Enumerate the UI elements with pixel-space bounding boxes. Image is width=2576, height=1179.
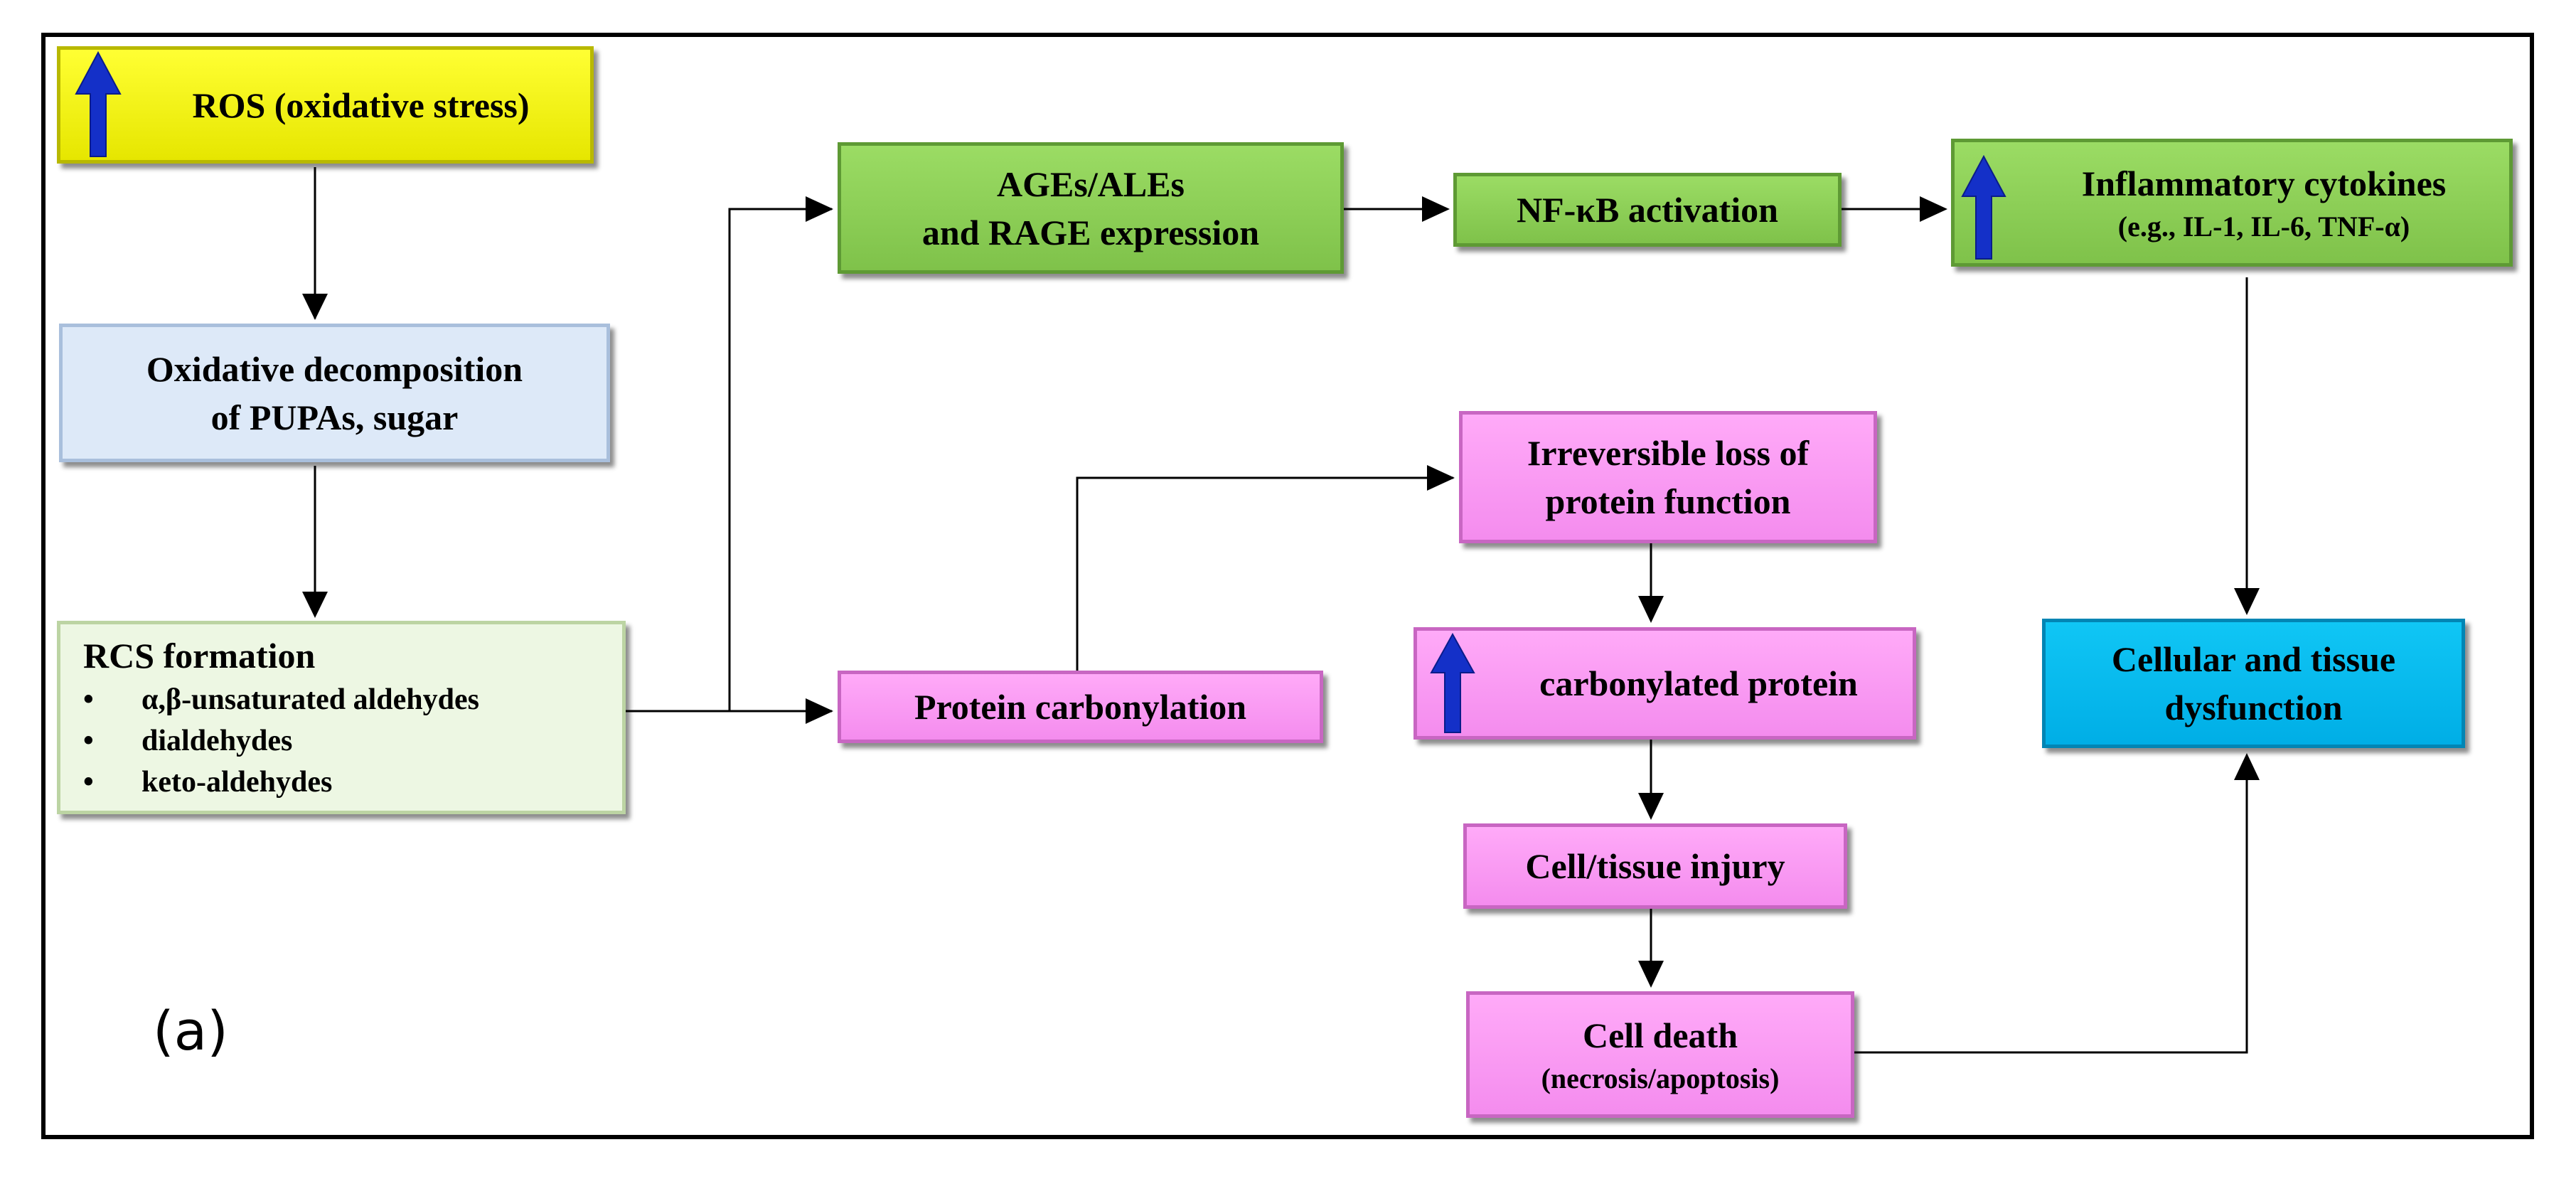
node-carbonylated-label: carbonylated protein: [1539, 663, 1858, 703]
arrowhead-carbonylation-irreversible: [1427, 465, 1455, 491]
node-dysfunction-line1: Cellular and tissue: [2111, 639, 2396, 679]
node-cell-death: Cell death (necrosis/apoptosis): [1466, 991, 1854, 1118]
edge-rcs-to-ages: [626, 208, 832, 713]
node-injury-label: Cell/tissue injury: [1525, 846, 1785, 886]
edge-carbonylation-to-irreversible: [1076, 476, 1453, 671]
node-nfkb-label: NF-κB activation: [1517, 190, 1778, 230]
up-arrow-icon: [75, 51, 122, 157]
rcs-item-1: α,β-unsaturated aldehydes: [141, 683, 479, 716]
rcs-item-3: keto-aldehydes: [141, 766, 333, 799]
node-oxidative-line2: of PUPAs, sugar: [210, 397, 459, 437]
list-item: • α,β-unsaturated aldehydes: [60, 679, 622, 720]
arrowhead-rcs-ages: [806, 196, 833, 222]
node-death-line1: Cell death: [1582, 1015, 1738, 1055]
arrowhead-oxidative-rcs: [302, 592, 328, 618]
list-item: • dialdehydes: [60, 720, 622, 762]
up-arrow-icon: [1961, 155, 2006, 260]
node-irreversible-line1: Irreversible loss of: [1527, 433, 1810, 473]
node-inflammatory-cytokines: Inflammatory cytokines (e.g., IL-1, IL-6…: [1951, 139, 2513, 267]
arrowhead-ros-oxidative: [302, 294, 328, 320]
node-cell-tissue-injury: Cell/tissue injury: [1463, 823, 1847, 909]
node-cytokines-line2: (e.g., IL-1, IL-6, TNF-α): [2117, 210, 2410, 242]
bullet: •: [83, 766, 94, 799]
panel-label: (a): [153, 999, 228, 1062]
node-irreversible-line2: protein function: [1545, 481, 1791, 521]
node-oxidative-decomposition: Oxidative decomposition of PUPAs, sugar: [59, 324, 610, 462]
bullet: •: [83, 725, 94, 757]
node-rcs-formation: RCS formation • α,β-unsaturated aldehydes…: [57, 621, 626, 814]
node-ros-label: ROS (oxidative stress): [192, 85, 530, 125]
node-nfkb-activation: NF-κB activation: [1453, 173, 1842, 247]
node-ages-line2: and RAGE expression: [921, 212, 1260, 252]
node-cytokines-line1: Inflammatory cytokines: [2081, 164, 2447, 203]
arrowhead-nfkb-cytokines: [1920, 196, 1947, 222]
node-rcs-title: RCS formation: [83, 636, 316, 676]
arrowhead-carbonylated-injury: [1638, 793, 1664, 820]
node-ages-ales: AGEs/ALEs and RAGE expression: [838, 142, 1344, 274]
arrowhead-ages-nfkb: [1422, 196, 1450, 222]
arrowhead-death-dysfunction: [2234, 753, 2260, 780]
bullet: •: [83, 683, 94, 716]
arrowhead-rcs-carbonylation: [806, 698, 833, 724]
arrowhead-injury-death: [1638, 961, 1664, 988]
node-ages-line1: AGEs/ALEs: [997, 164, 1185, 204]
node-oxidative-line1: Oxidative decomposition: [146, 348, 523, 389]
arrowhead-cytokines-dysfunction: [2234, 588, 2260, 615]
node-carbonylated-protein: carbonylated protein: [1413, 627, 1916, 740]
node-protein-carbonylation: Protein carbonylation: [838, 671, 1323, 743]
rcs-item-2: dialdehydes: [141, 725, 293, 757]
edge-death-to-dysfunction: [1854, 755, 2248, 1054]
up-arrow-icon: [1430, 633, 1475, 733]
list-item: • keto-aldehydes: [60, 762, 622, 803]
node-dysfunction-line2: dysfunction: [2164, 688, 2343, 727]
node-carbonylation-label: Protein carbonylation: [914, 687, 1247, 727]
node-ros: ROS (oxidative stress): [57, 46, 594, 164]
node-cellular-tissue-dysfunction: Cellular and tissue dysfunction: [2042, 619, 2465, 748]
arrowhead-irreversible-carbonylated: [1638, 596, 1664, 623]
node-irreversible-loss: Irreversible loss of protein function: [1459, 411, 1877, 543]
node-death-line2: (necrosis/apoptosis): [1541, 1062, 1780, 1094]
